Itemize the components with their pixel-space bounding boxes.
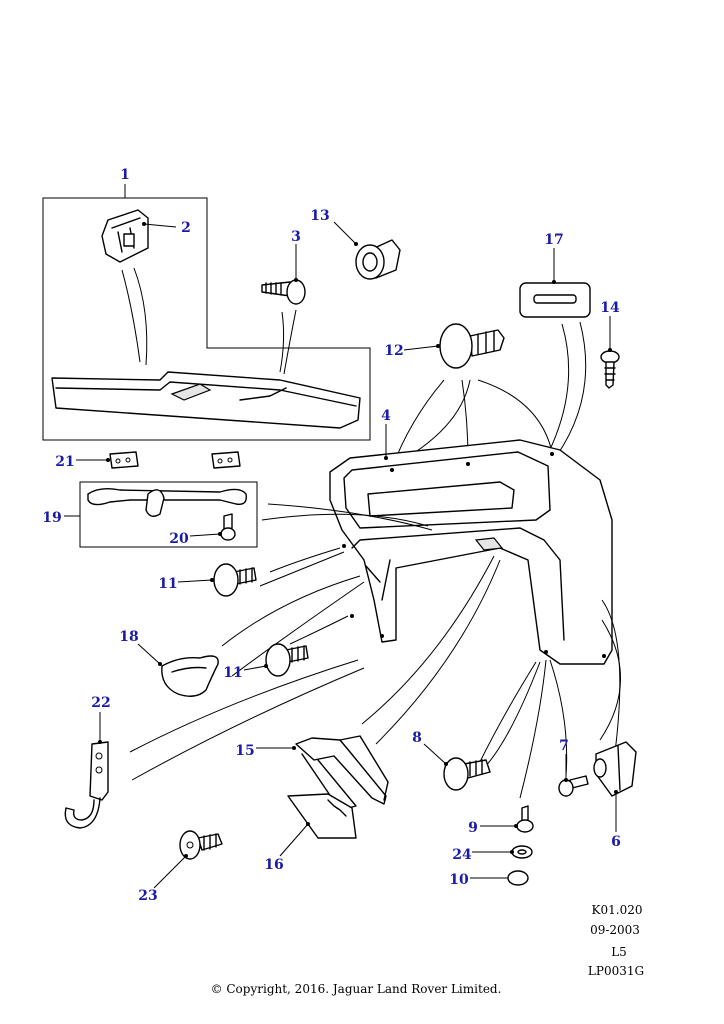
callout-12: 12 bbox=[384, 343, 403, 359]
part-1-rail bbox=[51, 371, 361, 429]
part-11-fastener-upper bbox=[213, 563, 257, 597]
assembly-box-1 bbox=[42, 197, 371, 441]
callout-9: 9 bbox=[468, 820, 478, 836]
callout-14: 14 bbox=[600, 300, 620, 316]
callout-13: 13 bbox=[310, 208, 329, 224]
callout-11-upper: 11 bbox=[158, 576, 177, 592]
part-2-clip bbox=[101, 209, 149, 263]
part-24-washer bbox=[511, 845, 533, 859]
callout-15: 15 bbox=[235, 743, 254, 759]
reference-block: K01.020 09-2003 L5 LP0031G bbox=[588, 903, 644, 978]
callout-24: 24 bbox=[452, 847, 472, 863]
callout-leaders bbox=[64, 184, 618, 889]
callout-2: 2 bbox=[181, 220, 191, 236]
ref-drawing-code: LP0031G bbox=[588, 964, 644, 978]
part-8-fastener bbox=[443, 757, 491, 791]
callout-7: 7 bbox=[559, 738, 569, 754]
part-23-screw bbox=[179, 830, 223, 860]
part-3-screw bbox=[261, 279, 306, 305]
part-20-screw bbox=[220, 513, 236, 541]
callout-3: 3 bbox=[291, 229, 301, 245]
part-14-screw bbox=[600, 350, 620, 389]
part-10-grommet bbox=[507, 870, 529, 886]
part-22-hook bbox=[64, 741, 109, 829]
part-12-fastener bbox=[439, 323, 505, 369]
part-19-grab-handle bbox=[79, 481, 258, 548]
part-21-clips bbox=[109, 451, 241, 469]
part-6-lamp-housing bbox=[593, 741, 637, 797]
callout-23: 23 bbox=[138, 888, 157, 904]
callout-18: 18 bbox=[119, 629, 138, 645]
part-17-lamp bbox=[519, 282, 591, 318]
part-9-screw bbox=[516, 805, 534, 833]
callout-11-lower: 11 bbox=[223, 665, 242, 681]
part-4-trim-panel bbox=[329, 439, 613, 665]
callout-16: 16 bbox=[264, 857, 283, 873]
callout-labels: 1 2 3 13 17 14 12 4 21 19 20 11 18 11 22… bbox=[42, 167, 621, 904]
ref-level: L5 bbox=[611, 945, 627, 959]
callout-8: 8 bbox=[412, 730, 422, 746]
callout-1: 1 bbox=[120, 167, 130, 183]
part-7-screw bbox=[558, 775, 589, 797]
callout-10: 10 bbox=[449, 872, 469, 888]
callout-6: 6 bbox=[611, 834, 621, 850]
part-13-bush bbox=[355, 239, 401, 280]
callout-19: 19 bbox=[42, 510, 61, 526]
part-11-fastener-lower bbox=[265, 643, 309, 677]
part-16-plate bbox=[287, 793, 357, 839]
copyright-notice: © Copyright, 2016. Jaguar Land Rover Lim… bbox=[211, 982, 502, 996]
callout-21: 21 bbox=[55, 454, 74, 470]
ref-code: K01.020 bbox=[592, 903, 643, 917]
callout-22: 22 bbox=[91, 695, 110, 711]
part-18-pad bbox=[161, 655, 219, 697]
callout-4: 4 bbox=[381, 408, 391, 424]
ref-date: 09-2003 bbox=[590, 923, 640, 937]
callout-17: 17 bbox=[544, 232, 563, 248]
callout-20: 20 bbox=[169, 531, 189, 547]
